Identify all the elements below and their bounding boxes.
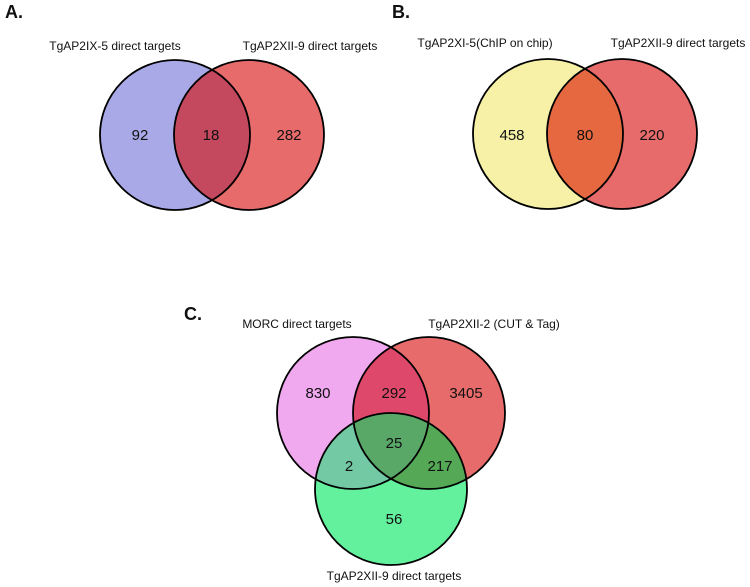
- venn-c-red-outline: [352, 336, 506, 490]
- venn-a-overlap-region: [174, 60, 250, 210]
- panel-b-right-set-label: TgAP2XII-9 direct targets: [611, 36, 746, 50]
- panel-c-bottom-set-label: TgAP2XII-9 direct targets: [327, 569, 462, 583]
- panel-a-left-set-label: TgAP2IX-5 direct targets: [49, 39, 180, 53]
- panel-b-left-count: 458: [499, 127, 524, 144]
- panel-c: C. MORC direct targets TgAP2XII-2 (CUT &…: [184, 304, 560, 583]
- venn-b-right-outline: [546, 58, 698, 210]
- panel-c-center-count: 25: [386, 435, 403, 452]
- panel-a-overlap-count: 18: [203, 127, 220, 144]
- panel-c-left-count: 830: [305, 385, 330, 402]
- panel-b-right-count: 220: [639, 127, 664, 144]
- panel-c-left-bottom-count: 2: [345, 458, 353, 475]
- venn-a-right-outline: [173, 59, 325, 211]
- panel-c-right-count: 3405: [449, 385, 482, 402]
- panel-b-overlap-count: 80: [577, 127, 594, 144]
- venn-c-green-outline: [314, 412, 468, 566]
- panel-a-right-count: 282: [276, 127, 301, 144]
- venn-a-left-outline: [99, 59, 251, 211]
- venn-b-overlap-region: [547, 59, 623, 209]
- panel-b: B. TgAP2XI-5(ChIP on chip) TgAP2XII-9 di…: [392, 2, 746, 210]
- panel-c-left-set-label: MORC direct targets: [242, 317, 351, 331]
- panel-c-right-set-label: TgAP2XII-2 (CUT & Tag): [428, 317, 560, 331]
- panel-a: A. TgAP2IX-5 direct targets TgAP2XII-9 d…: [5, 2, 378, 211]
- panel-c-right-bottom-count: 217: [427, 458, 452, 475]
- panel-c-tag: C.: [184, 304, 202, 324]
- panel-c-bottom-count: 56: [386, 511, 403, 528]
- venn-c-pink-outline: [276, 336, 430, 490]
- panel-a-tag: A.: [5, 2, 23, 22]
- panel-a-right-set-label: TgAP2XII-9 direct targets: [243, 39, 378, 53]
- panel-a-left-count: 92: [132, 127, 149, 144]
- venn-b-left-outline: [472, 58, 624, 210]
- panel-b-left-set-label: TgAP2XI-5(ChIP on chip): [417, 36, 552, 50]
- panel-b-tag: B.: [392, 2, 410, 22]
- venn-c-red-green-region: [353, 413, 467, 489]
- panel-c-left-right-count: 292: [381, 385, 406, 402]
- venn-c-pink-green-region: [315, 413, 429, 489]
